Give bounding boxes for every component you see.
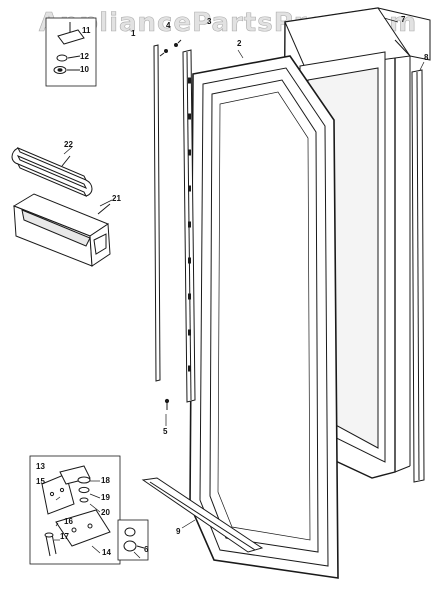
label-part-19: 19 <box>101 493 110 502</box>
label-part-13: 13 <box>36 462 45 471</box>
label-part-18: 18 <box>101 476 110 485</box>
trim-strip-right <box>411 69 425 483</box>
hinge-assembly <box>29 455 121 565</box>
label-part-21: 21 <box>112 194 121 203</box>
label-part-10: 10 <box>80 65 89 74</box>
label-part-20: 20 <box>101 508 110 517</box>
strip-hole <box>188 293 191 300</box>
screw-5 <box>164 398 170 410</box>
top-screws <box>159 39 182 57</box>
label-part-16: 16 <box>64 517 73 526</box>
door-bin <box>12 193 111 267</box>
label-part-4: 4 <box>166 21 171 30</box>
label-part-8: 8 <box>424 53 429 62</box>
bottom-trim <box>141 477 264 553</box>
strip-hole <box>188 221 191 228</box>
label-part-15: 15 <box>36 477 45 486</box>
strip-hole <box>188 365 191 372</box>
label-part-14: 14 <box>102 548 111 557</box>
trim-strip-holes <box>188 77 191 372</box>
label-part-2: 2 <box>237 39 242 48</box>
label-part-7: 7 <box>401 15 406 24</box>
label-part-6: 6 <box>144 545 149 554</box>
strip-hole <box>188 149 191 156</box>
strip-hole <box>188 185 191 192</box>
hinge-part-group <box>45 17 97 87</box>
label-part-12: 12 <box>80 52 89 61</box>
strip-hole <box>188 257 191 264</box>
label-part-11: 11 <box>82 26 91 35</box>
strip-hole <box>188 77 191 84</box>
cap-part-6 <box>117 519 149 561</box>
bin-rack <box>11 147 93 197</box>
label-part-5: 5 <box>163 427 168 436</box>
leader-lines <box>54 17 425 559</box>
door-gasket <box>189 55 339 579</box>
strip-hole <box>188 329 191 336</box>
label-part-3: 3 <box>207 17 212 26</box>
label-part-22: 22 <box>64 140 73 149</box>
label-part-1: 1 <box>131 29 136 38</box>
label-part-9: 9 <box>176 527 181 536</box>
label-part-17: 17 <box>60 532 69 541</box>
strip-hole <box>188 113 191 120</box>
